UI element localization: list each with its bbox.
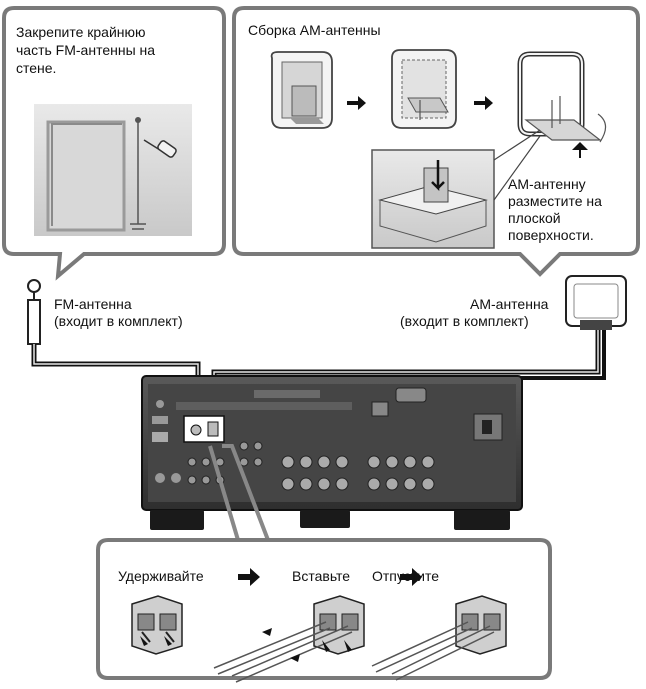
rca-jacks — [187, 441, 263, 485]
terminal-hold — [131, 595, 183, 655]
zoom-lines — [208, 444, 270, 541]
terminal-insert — [213, 595, 365, 683]
am-antenna-label-line-1: AM-антенна — [470, 296, 549, 312]
am-note-line-2: разместите на — [508, 193, 602, 209]
fm-antenna-label-line-1: FM-антенна — [54, 296, 132, 312]
fm-antenna-label-line-2: (входит в комплект) — [54, 313, 183, 329]
arrow-right-icon-3 — [238, 568, 260, 586]
arrow-right-icon-4 — [400, 568, 422, 586]
step-release-label: Отпустите — [372, 568, 439, 584]
step-insert-label: Вставьте — [292, 568, 351, 584]
terminal-release — [371, 595, 507, 681]
wall-illustration — [34, 104, 192, 236]
fm-callout-panel — [2, 6, 226, 281]
av-receiver-rear — [141, 375, 523, 530]
terminal-steps-panel — [96, 538, 552, 683]
arrow-right-icon — [347, 96, 366, 110]
am-antenna-unfolding — [391, 49, 457, 129]
step-hold-label: Удерживайте — [118, 568, 204, 584]
fm-antenna — [27, 279, 41, 345]
am-assembly-title: Сборка АМ-антенны — [248, 22, 381, 38]
pushpin-icon — [143, 139, 177, 158]
base-detail-inset — [371, 129, 541, 249]
am-note-line-4: поверхности. — [508, 227, 594, 243]
am-note-line-1: AM-антенну — [508, 176, 586, 192]
am-antenna-label-line-2: (входит в комплект) — [400, 313, 529, 329]
am-antenna-assembled — [517, 51, 607, 158]
speaker-terminals — [281, 455, 435, 491]
arrow-right-icon-2 — [474, 96, 493, 110]
am-antenna-folded — [270, 51, 333, 129]
am-callout-panel — [232, 6, 640, 277]
am-antenna-unit — [565, 275, 627, 330]
fm-instruction-line-2: часть FM-антенны на — [16, 42, 156, 58]
rotate-arrow-icon — [572, 142, 588, 158]
fm-instruction-line-3: стене. — [16, 60, 57, 76]
am-note-line-3: плоской — [508, 210, 561, 226]
fm-instruction-line-1: Закрепите крайнюю — [16, 24, 146, 40]
